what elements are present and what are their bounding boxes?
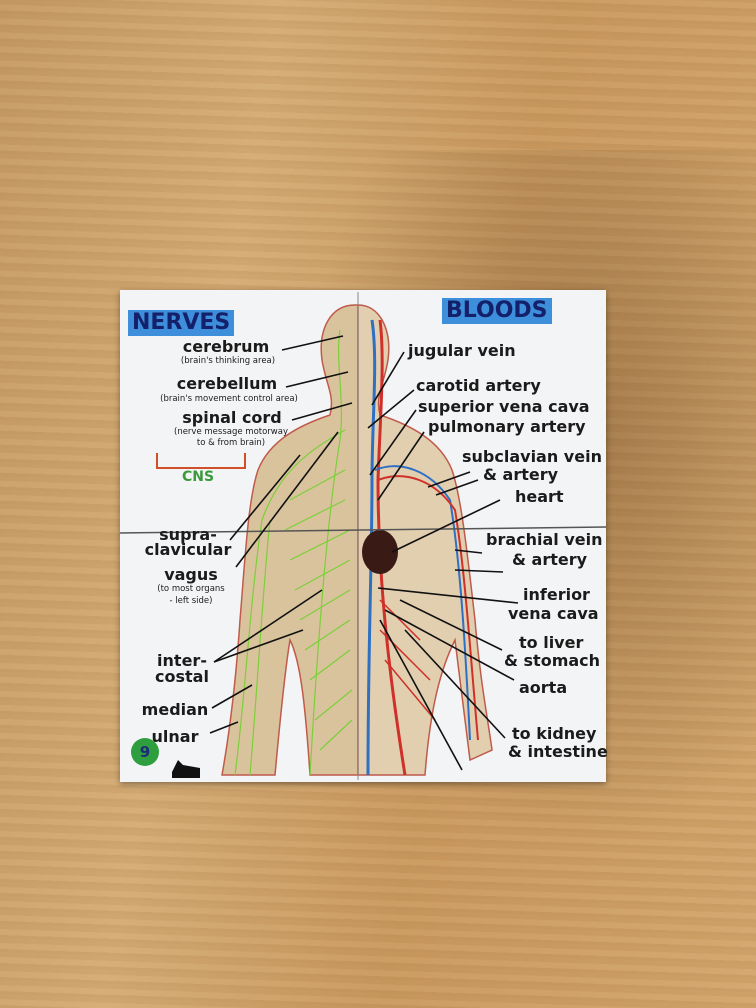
note-vagus-1: (to most organs (157, 584, 225, 594)
label-ivc-1: inferior (523, 585, 590, 604)
nerves-header: NERVES (128, 310, 235, 336)
label-costal: costal (155, 667, 209, 686)
page-number-badge: 9 (131, 738, 159, 766)
label-liver-2: & stomach (504, 651, 601, 670)
heart-shape (362, 530, 398, 574)
note-spinal-1: (nerve message motorway (174, 427, 288, 437)
leader-lines (209, 335, 519, 771)
label-spinal-cord: spinal cord (182, 408, 282, 427)
label-cerebrum: cerebrum (182, 337, 270, 356)
label-carotid-artery: carotid artery (416, 376, 541, 395)
label-pulmonary-artery: pulmonary artery (428, 417, 586, 436)
note-vagus-2: - left side) (169, 596, 213, 606)
label-brachial-1: brachial vein (486, 530, 603, 549)
nerve-lines (234, 329, 353, 776)
nerve-body-half (221, 304, 359, 776)
label-superior-vena-cava: superior vena cava (418, 397, 590, 416)
label-vagus: vagus (164, 565, 218, 584)
label-ivc-2: vena cava (508, 604, 599, 623)
label-supra: supra- (159, 525, 217, 544)
vessels (366, 319, 479, 776)
label-clavicular: clavicular (144, 540, 232, 559)
note-cerebellum: (brain's movement control area) (160, 394, 298, 404)
label-kidney-2: & intestine (508, 742, 608, 761)
label-heart: heart (515, 487, 564, 506)
cns-bracket (156, 453, 246, 469)
label-brachial-2: & artery (512, 550, 588, 569)
label-subclavian-2: & artery (483, 465, 559, 484)
label-liver-1: to liver (519, 633, 584, 652)
label-cerebellum: cerebellum (176, 374, 278, 393)
label-median: median (141, 700, 209, 719)
bloods-header: BLOODS (442, 298, 552, 324)
label-inter: inter- (157, 651, 207, 670)
label-subclavian-1: subclavian vein (462, 447, 602, 466)
label-jugular-vein: jugular vein (408, 341, 516, 360)
label-ulnar: ulnar (151, 727, 199, 746)
label-kidney-1: to kidney (512, 724, 597, 743)
note-spinal-2: to & from brain) (196, 438, 266, 448)
note-cerebrum: (brain's thinking area) (180, 356, 276, 366)
label-cns: CNS (181, 469, 215, 485)
label-aorta: aorta (519, 678, 568, 697)
animal-icon (172, 760, 200, 778)
